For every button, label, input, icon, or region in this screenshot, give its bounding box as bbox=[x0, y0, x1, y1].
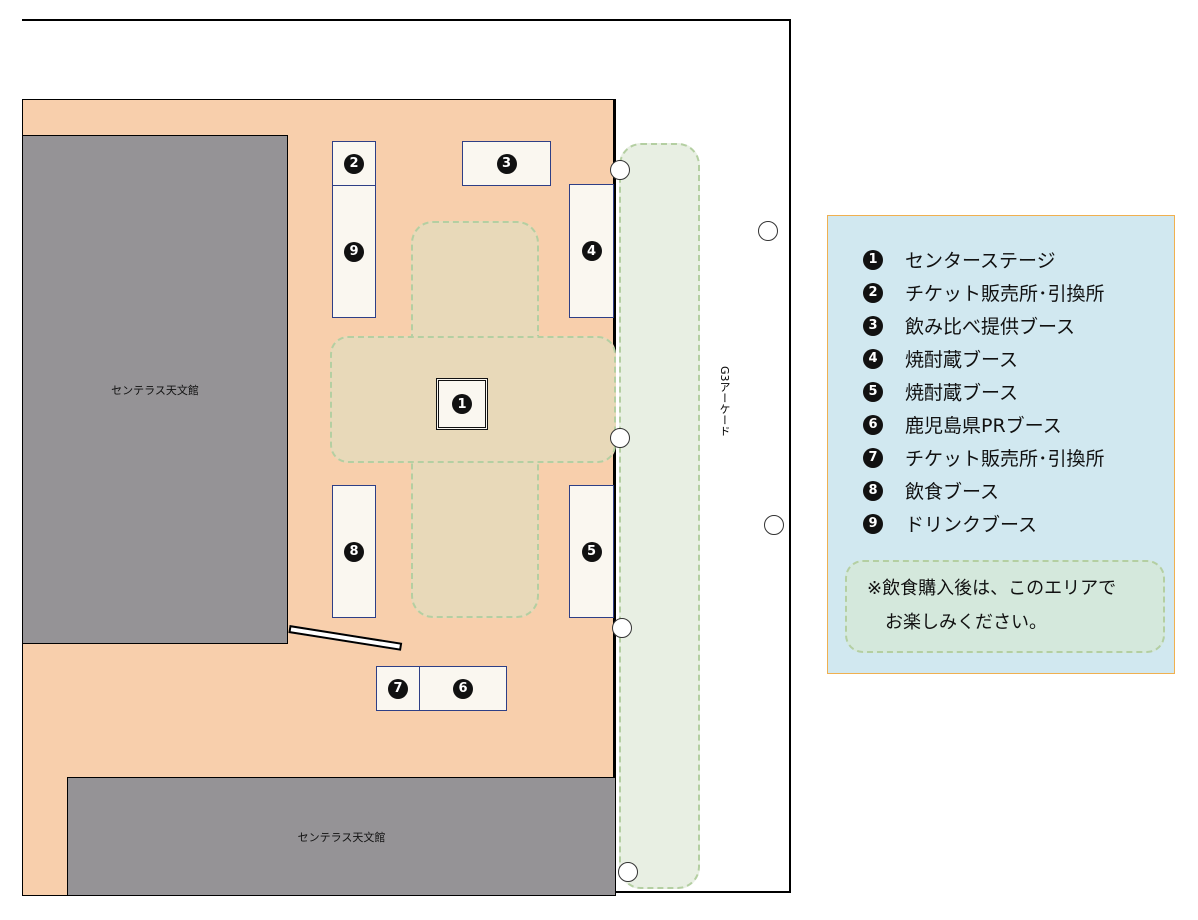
legend-item: 8 飲食ブース bbox=[863, 477, 999, 504]
entrance-circle bbox=[612, 618, 632, 638]
entrance-circle bbox=[758, 221, 778, 241]
legend-label: 鹿児島県PRブース bbox=[905, 415, 1062, 437]
booth-number: 8 bbox=[344, 541, 364, 562]
legend-number: 6 bbox=[863, 414, 883, 435]
booth-2[interactable]: 2 bbox=[332, 141, 376, 186]
booth-number: 5 bbox=[581, 541, 602, 562]
legend-item: 2 チケット販売所･引換所 bbox=[863, 279, 1105, 306]
legend-item: 4 焼酎蔵ブース bbox=[863, 345, 1018, 372]
booth-6[interactable]: 6 bbox=[419, 666, 507, 711]
booth-number: 4 bbox=[581, 241, 602, 261]
booth-number: 7 bbox=[388, 678, 408, 699]
legend-item: 7 チケット販売所･引換所 bbox=[863, 444, 1105, 471]
building-left: センテラス天文館 bbox=[22, 135, 288, 644]
legend-item: 9 ドリンクブース bbox=[863, 510, 1037, 537]
legend-label: チケット販売所･引換所 bbox=[905, 448, 1105, 470]
note-line-1: ※飲食購入後は、このエリアで bbox=[867, 578, 1117, 599]
arcade-label: G3アーケード bbox=[718, 366, 731, 437]
legend-item: 6 鹿児島県PRブース bbox=[863, 411, 1062, 438]
legend-label: 焼酎蔵ブース bbox=[905, 349, 1019, 371]
booth-number: 3 bbox=[496, 153, 517, 174]
entrance-circle bbox=[764, 515, 784, 535]
entrance-circle bbox=[618, 862, 638, 882]
street-frame-right bbox=[789, 19, 791, 893]
legend-number: 2 bbox=[863, 282, 883, 303]
legend-item: 5 焼酎蔵ブース bbox=[863, 378, 1018, 405]
booth-7[interactable]: 7 bbox=[376, 666, 420, 711]
booth-4[interactable]: 4 bbox=[569, 184, 614, 318]
booth-8[interactable]: 8 bbox=[332, 485, 376, 618]
center-stage[interactable]: 1 bbox=[436, 378, 488, 430]
legend-item: 3 飲み比べ提供ブース bbox=[863, 312, 1075, 339]
legend-label: 飲食ブース bbox=[905, 481, 1000, 503]
booth-number: 2 bbox=[344, 153, 364, 174]
legend-label: チケット販売所･引換所 bbox=[905, 283, 1105, 305]
legend-number: 5 bbox=[863, 381, 883, 402]
legend: 1 センターステージ 2 チケット販売所･引換所 3 飲み比べ提供ブース 4 焼酎蔵ブー… bbox=[827, 215, 1175, 674]
street-frame-bottom bbox=[615, 891, 791, 893]
legend-label: 飲み比べ提供ブース bbox=[905, 316, 1076, 338]
legend-note: ※飲食購入後は、このエリアで お楽しみください。 bbox=[845, 560, 1165, 653]
booth-number: 9 bbox=[344, 241, 364, 262]
legend-label: 焼酎蔵ブース bbox=[905, 382, 1019, 404]
legend-label: センターステージ bbox=[905, 250, 1056, 272]
building-left-label: センテラス天文館 bbox=[111, 383, 199, 397]
booth-number: 6 bbox=[453, 678, 473, 699]
building-bottom: センテラス天文館 bbox=[67, 777, 616, 896]
booth-number: 1 bbox=[452, 394, 472, 414]
venue-wall bbox=[613, 99, 616, 896]
booth-9[interactable]: 9 bbox=[332, 185, 376, 318]
entrance-circle bbox=[610, 428, 630, 448]
building-bottom-label: センテラス天文館 bbox=[297, 830, 386, 844]
legend-number: 1 bbox=[863, 249, 883, 270]
legend-number: 4 bbox=[863, 348, 883, 369]
legend-number: 7 bbox=[863, 447, 883, 468]
legend-item: 1 センターステージ bbox=[863, 246, 1056, 273]
street-frame-top bbox=[22, 19, 791, 21]
note-line-2: お楽しみください。 bbox=[885, 612, 1047, 633]
legend-label: ドリンクブース bbox=[905, 514, 1038, 536]
legend-number: 8 bbox=[863, 480, 883, 501]
legend-number: 9 bbox=[863, 513, 883, 534]
booth-3[interactable]: 3 bbox=[462, 141, 551, 186]
arcade-area bbox=[619, 143, 700, 889]
legend-number: 3 bbox=[863, 315, 883, 336]
entrance-circle bbox=[610, 160, 630, 180]
booth-5[interactable]: 5 bbox=[569, 485, 614, 618]
